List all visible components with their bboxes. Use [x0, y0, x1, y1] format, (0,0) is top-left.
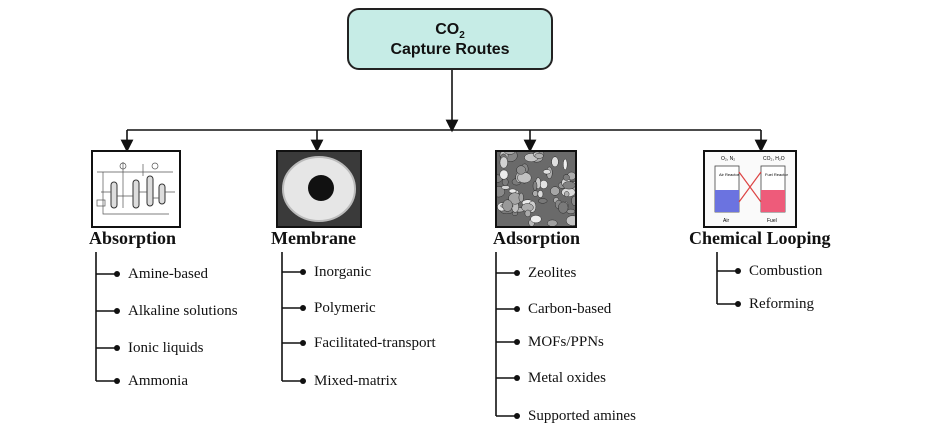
category-title-chemical-looping: Chemical Looping — [689, 228, 831, 248]
porous-sorbent-micrograph-icon — [495, 150, 577, 228]
list-item: Supported amines — [514, 407, 636, 425]
list-item: Inorganic — [300, 263, 371, 281]
process-flowsheet-icon — [91, 150, 181, 228]
looping-label-right-reactor: Fuel Reactor — [765, 172, 789, 177]
list-item: Ionic liquids — [114, 339, 203, 357]
list-item: Reforming — [735, 295, 814, 313]
looping-label-left-bottom: Air — [723, 218, 729, 224]
looping-label-left-reactor: Air Reactor — [719, 172, 740, 177]
category-title-adsorption: Adsorption — [493, 228, 581, 248]
root-title-line2: Capture Routes — [390, 41, 510, 58]
root-node: CO2 Capture Routes — [347, 8, 553, 70]
root-title-main: CO — [435, 21, 460, 38]
list-item: Metal oxides — [514, 369, 606, 387]
category-title-membrane: Membrane — [271, 228, 356, 248]
root-title-sub: 2 — [459, 30, 465, 42]
list-item: Combustion — [735, 262, 822, 280]
list-item: Polymeric — [300, 299, 376, 317]
list-item: Mixed-matrix — [300, 372, 397, 390]
looping-label-right-bottom: Fuel — [767, 218, 777, 224]
list-item: Facilitated-transport — [300, 334, 436, 352]
looping-label-left-top: O₂, N₂ — [721, 156, 735, 162]
list-item: MOFs/PPNs — [514, 333, 604, 351]
list-item: Alkaline solutions — [114, 302, 238, 320]
looping-label-right-top: CO₂, H₂O — [763, 156, 785, 162]
category-title-absorption: Absorption — [89, 228, 177, 248]
list-item: Amine-based — [114, 265, 208, 283]
list-item: Zeolites — [514, 264, 576, 282]
list-item: Carbon-based — [514, 300, 611, 318]
dual-reactor-loop-icon: O₂, N₂ CO₂, H₂O Air Reactor Fuel Reactor… — [703, 150, 797, 228]
list-item: Ammonia — [114, 372, 188, 390]
hollow-fiber-membrane-icon — [276, 150, 362, 228]
